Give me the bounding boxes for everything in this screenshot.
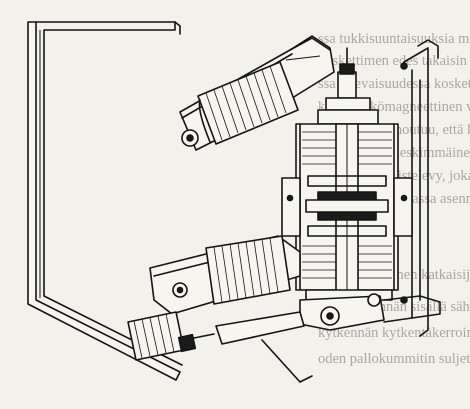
operating-spring (127, 311, 215, 361)
bleed-line: kytkennän kytkentäkerroin saadaan kosket… (318, 325, 470, 341)
fasteners (286, 62, 408, 304)
operating-linkage (215, 293, 441, 383)
vacuum-interrupter (281, 123, 413, 301)
bleed-line: koskettimen edes takaisin liikkeen koske… (318, 53, 470, 69)
bleed-line: oden pallokummitin suljettuna sen eristy… (318, 351, 470, 367)
mounting-frame (27, 21, 183, 381)
top-terminal (317, 47, 379, 125)
upper-bellows (197, 61, 299, 145)
lower-bellows (205, 235, 291, 305)
